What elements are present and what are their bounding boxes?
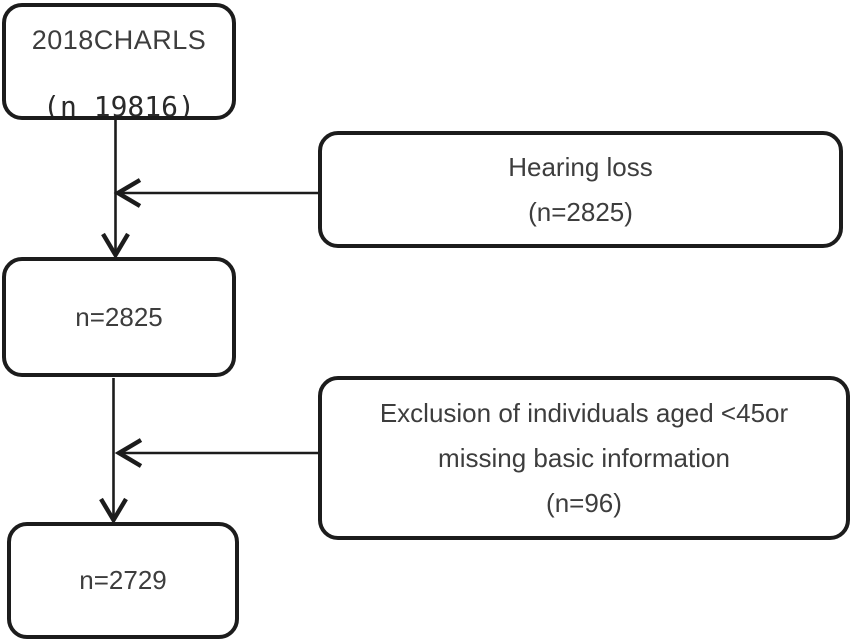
arrow-hearing-loss-branch xyxy=(113,178,319,208)
hearing-loss-count: (n=2825) xyxy=(528,196,633,227)
exclusion-count: (n=96) xyxy=(546,487,622,518)
exclusion-line2: missing basic information xyxy=(438,442,730,473)
node-exclusion: Exclusion of individuals aged <45or miss… xyxy=(318,376,850,540)
charls-count: (n 19816) xyxy=(43,90,195,120)
node-n2729: n=2729 xyxy=(7,522,239,639)
n2825-count: n=2825 xyxy=(75,301,163,332)
arrow-exclusion-branch xyxy=(114,438,320,468)
arrow-n2825-to-n2729 xyxy=(99,378,128,525)
arrow-charls-to-n2825 xyxy=(101,120,130,260)
hearing-loss-title: Hearing loss xyxy=(508,151,653,182)
n2729-count: n=2729 xyxy=(79,565,167,595)
exclusion-line1: Exclusion of individuals aged <45or xyxy=(379,397,789,428)
node-n2825: n=2825 xyxy=(2,257,236,377)
node-hearing-loss: Hearing loss (n=2825) xyxy=(318,131,843,248)
charls-title: 2018CHARLS xyxy=(31,25,207,55)
node-2018charls: 2018CHARLS (n 19816) xyxy=(2,3,236,120)
